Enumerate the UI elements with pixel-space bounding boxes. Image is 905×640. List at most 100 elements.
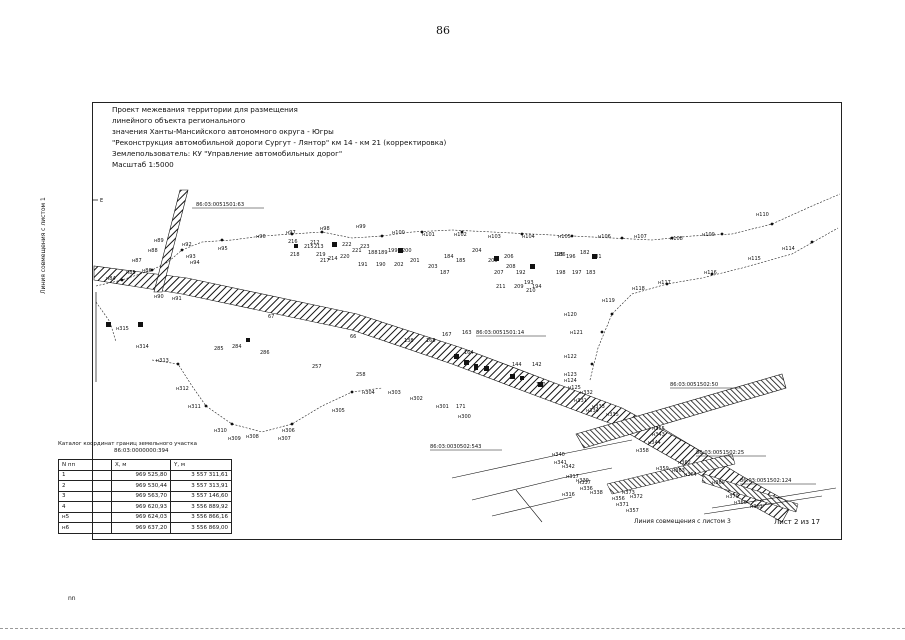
point-label: н361 xyxy=(750,504,763,510)
point-label: 211 xyxy=(496,284,506,290)
point-label: 208 xyxy=(506,264,516,270)
point-label: 144 xyxy=(512,362,522,368)
point-label: 66 xyxy=(350,334,356,340)
point-label: н92 xyxy=(182,242,192,248)
point-label: н362 xyxy=(678,460,691,466)
point-label: н99 xyxy=(356,224,366,230)
point-label: 203 xyxy=(428,264,438,270)
point-label: н342 xyxy=(562,464,575,470)
compass-e-label: E xyxy=(100,198,103,204)
column-header: X, м xyxy=(111,459,171,471)
page-number: 86 xyxy=(436,24,450,37)
point-label: н300 xyxy=(458,414,471,420)
title-line-4: "Реконструкция автомобильной дороги Сург… xyxy=(112,138,447,147)
point-number-cell: 1 xyxy=(58,469,112,481)
point-label: 140 xyxy=(536,382,546,388)
point-label: 194 xyxy=(532,284,542,290)
point-label: н369 xyxy=(712,480,725,486)
road-lines xyxy=(451,427,837,523)
match-line-sheet-1-label: Линия совмещения с листом 1 xyxy=(40,197,47,294)
point-label: н108 xyxy=(670,236,683,242)
point-label: н358 xyxy=(636,448,649,454)
point-label: н363 xyxy=(672,468,685,474)
point-label: 286 xyxy=(260,350,270,356)
table-header-row: N пп X, м Y, м xyxy=(58,459,232,471)
x-coordinate-cell: 969 530,44 xyxy=(111,480,171,492)
point-label: н103 xyxy=(488,234,501,240)
point-number-cell: н5 xyxy=(58,511,112,523)
cadastral-number: 86:03:0051501:14 xyxy=(476,330,525,336)
point-label: 221 xyxy=(352,248,362,254)
point-label: н116 xyxy=(704,270,717,276)
y-coordinate-cell: 3 556 866,16 xyxy=(170,511,232,523)
point-label: н331 xyxy=(574,398,587,404)
table-row: 3 969 563,70 3 557 146,60 xyxy=(58,490,232,502)
map-frame xyxy=(92,102,842,540)
table-row: н5 969 624,03 3 556 866,16 xyxy=(58,511,232,523)
point-label: 184 xyxy=(444,254,454,260)
title-line-1: Проект межевания территории для размещен… xyxy=(112,105,298,114)
point-label: 206 xyxy=(504,254,514,260)
point-label: н125 xyxy=(568,385,581,391)
point-label: 138 xyxy=(404,338,414,344)
point-label: н105 xyxy=(558,234,571,240)
cadastral-number: 86:03:0051501:63 xyxy=(196,202,244,208)
point-label: 218 xyxy=(290,252,300,258)
point-labels: н84 н85 н86 н87 н88 н89 н90 н91 н92 н93 … xyxy=(106,212,795,514)
lower-right-corridor xyxy=(701,473,799,513)
point-label: 257 xyxy=(312,364,322,370)
point-label: 210 xyxy=(526,288,536,294)
coordinate-table: N пп X, м Y, м 1 969 525,80 3 557 311,61… xyxy=(58,459,232,534)
point-label: 183 xyxy=(586,270,596,276)
point-label: 205 xyxy=(488,258,498,264)
cadastral-number: 86:03:0051502:50 xyxy=(670,382,718,388)
point-label: 164 xyxy=(464,350,474,356)
point-label: н332 xyxy=(580,390,593,396)
survey-points xyxy=(120,222,814,426)
point-label: н339 xyxy=(576,478,589,484)
point-label: н311 xyxy=(188,404,201,410)
point-label: н87 xyxy=(132,258,142,264)
point-label: н315 xyxy=(116,326,129,332)
point-label: н364 xyxy=(684,472,697,478)
point-label: н85 xyxy=(126,270,136,276)
point-label: н117 xyxy=(658,280,671,286)
point-label: н307 xyxy=(278,436,291,442)
point-label: н107 xyxy=(634,234,647,240)
point-label: н335 xyxy=(606,412,619,418)
point-label: н124 xyxy=(564,378,577,384)
point-label: 197 xyxy=(572,270,582,276)
point-label: 193 xyxy=(524,280,534,286)
title-line-3: значения Ханты-Мансийского автономного о… xyxy=(112,127,334,136)
point-label: н308 xyxy=(246,434,259,440)
land-user-line: Землепользователь: КУ "Управление автомо… xyxy=(112,149,343,158)
point-label: н110 xyxy=(756,212,769,218)
map-title-block: Проект межевания территории для размещен… xyxy=(112,104,532,170)
page-bottom-rule xyxy=(0,628,905,629)
point-label: н96 xyxy=(256,234,266,240)
point-label: н343 xyxy=(652,432,665,438)
point-label: 212 xyxy=(310,240,320,246)
point-label: н336 xyxy=(580,486,593,492)
point-label: 207 xyxy=(494,270,504,276)
point-label: 190 xyxy=(376,262,386,268)
point-label: 217 xyxy=(320,258,330,264)
point-label: 167 xyxy=(442,332,452,338)
catalog-title: Каталог координат границ земельного учас… xyxy=(58,441,197,447)
table-row: 2 969 530,44 3 557 313,91 xyxy=(58,480,232,492)
point-label: н84 xyxy=(106,276,116,282)
point-label: н357 xyxy=(626,508,639,514)
point-label: н305 xyxy=(332,408,345,414)
point-label: н340 xyxy=(552,452,565,458)
point-label: 192 xyxy=(516,270,526,276)
point-label: н97 xyxy=(286,230,296,236)
coordinate-catalog: Каталог координат границ земельного учас… xyxy=(58,441,258,534)
point-label: н356 xyxy=(612,496,625,502)
point-label: н303 xyxy=(388,390,401,396)
point-label: н309 xyxy=(228,436,241,442)
point-label: 258 xyxy=(356,372,366,378)
point-label: 284 xyxy=(232,344,242,350)
compass-rose: W E S xyxy=(92,198,103,204)
x-coordinate-cell: 969 620,93 xyxy=(111,501,171,513)
point-label: 198 xyxy=(556,270,566,276)
